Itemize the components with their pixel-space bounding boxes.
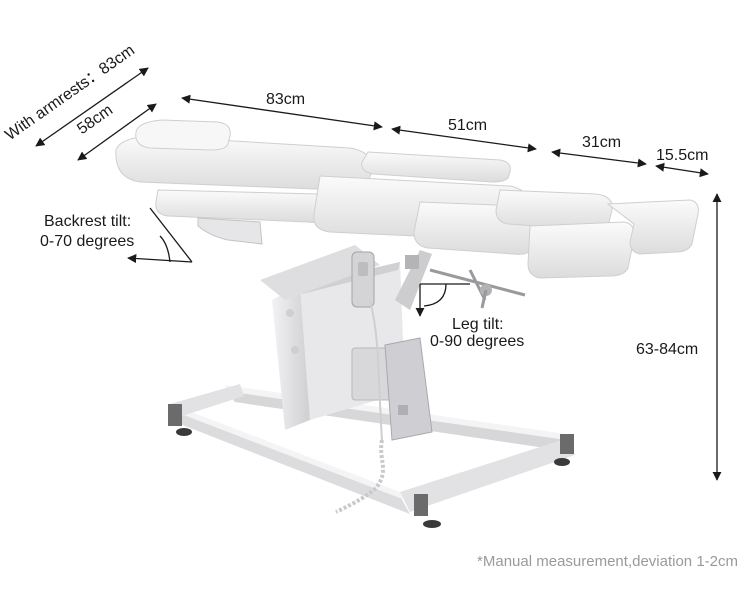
- foot: [423, 520, 441, 528]
- label-height: 63-84cm: [636, 341, 699, 358]
- backrest-angle-arc: [159, 235, 171, 263]
- foot-pad-right: [606, 199, 699, 255]
- label-backrest-tilt-title: Backrest tilt:: [44, 213, 132, 230]
- label-length-51: 51cm: [448, 117, 488, 134]
- label-leg-tilt-range: 0-90 degrees: [430, 333, 525, 350]
- label-leg-tilt-title: Leg tilt:: [452, 316, 504, 333]
- label-backrest-tilt-range: 0-70 degrees: [40, 233, 135, 250]
- leg-angle-arc: [423, 283, 447, 307]
- dim-51: [391, 125, 537, 153]
- dimension-lines: [35, 67, 722, 481]
- backrest-angle-base: [127, 253, 193, 264]
- base-frame: [168, 384, 575, 528]
- leg-mechanism: [405, 255, 526, 309]
- armrest-front: [155, 189, 329, 223]
- foot-pad-left: [527, 221, 635, 279]
- dim-58: [77, 103, 157, 161]
- armrest-rear: [361, 151, 511, 183]
- lift-column: [260, 245, 433, 514]
- label-length-83: 83cm: [266, 91, 306, 108]
- upholstery: [115, 119, 699, 279]
- label-length-15-5: 15.5cm: [656, 147, 709, 164]
- coiled-cable: [335, 439, 385, 514]
- hand-controller: [351, 251, 375, 308]
- dim-31: [551, 148, 647, 168]
- dim-83: [181, 94, 383, 131]
- measurement-footnote: *Manual measurement,deviation 1-2cm: [477, 553, 738, 570]
- backrest-angle-arm: [149, 207, 193, 263]
- foot: [176, 428, 192, 436]
- headrest-pillow: [135, 119, 231, 151]
- dim-15-5: [655, 162, 709, 178]
- foot: [554, 458, 570, 466]
- label-length-31: 31cm: [582, 134, 622, 151]
